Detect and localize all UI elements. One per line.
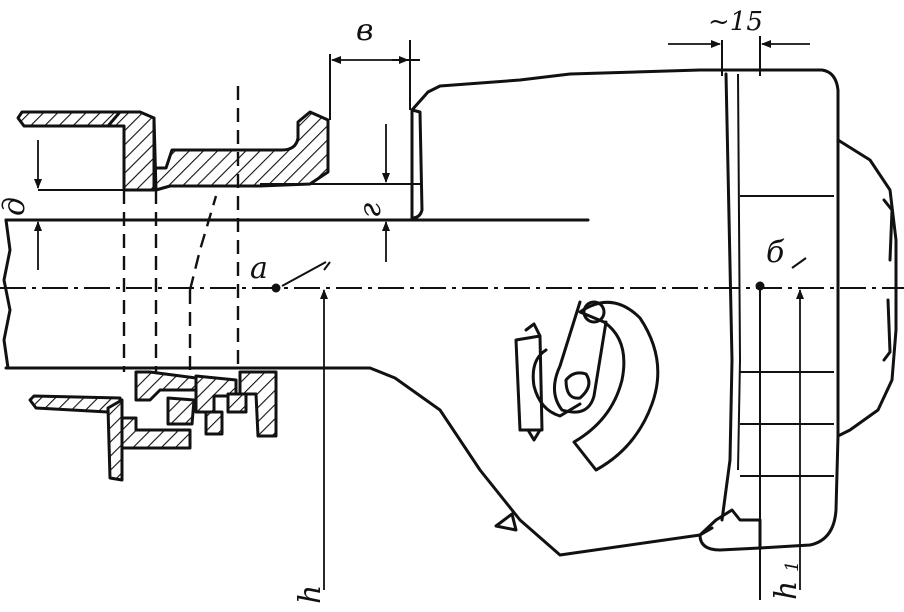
- label-15: ~15: [708, 7, 763, 37]
- point-b: [755, 281, 765, 291]
- label-h1: h: [769, 581, 804, 600]
- housing-ribs: [740, 195, 834, 477]
- cam-mechanism: [514, 300, 660, 472]
- dimension-d: [34, 140, 124, 270]
- label-g: г: [353, 203, 388, 218]
- housing-outline: [333, 68, 898, 557]
- hidden-lines: [122, 86, 240, 372]
- dimension-v: [329, 40, 420, 120]
- dimension-g: [260, 124, 420, 262]
- label-h1-subscript: 1: [782, 561, 803, 572]
- label-d: д: [0, 197, 32, 216]
- label-v: в: [356, 13, 373, 48]
- label-b: б: [766, 235, 785, 270]
- flange-section: [16, 110, 330, 482]
- label-h: h: [293, 585, 328, 604]
- shaft: [2, 218, 590, 370]
- dimension-h1: [759, 257, 807, 600]
- dimension-h: [281, 261, 331, 590]
- dimension-15: [668, 36, 810, 76]
- point-a: [271, 283, 281, 293]
- label-a: a: [250, 251, 268, 286]
